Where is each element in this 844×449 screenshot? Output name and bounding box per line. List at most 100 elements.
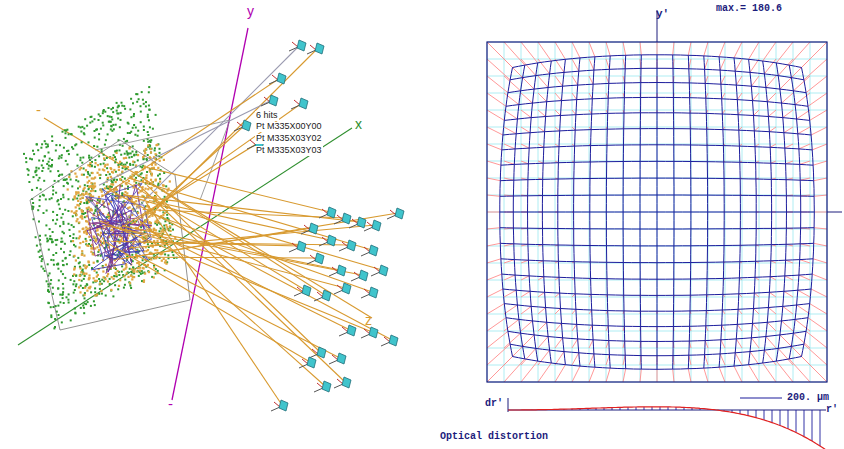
point xyxy=(127,122,129,124)
point xyxy=(125,157,127,159)
point xyxy=(85,267,87,269)
point xyxy=(88,141,90,143)
point xyxy=(50,316,52,318)
point xyxy=(81,162,83,164)
point xyxy=(62,273,64,275)
point xyxy=(159,152,161,154)
point xyxy=(96,246,98,248)
point xyxy=(78,279,80,281)
displacement-vector xyxy=(572,110,576,115)
point xyxy=(145,188,147,190)
point xyxy=(111,276,113,278)
axes xyxy=(18,28,372,400)
point xyxy=(91,177,93,179)
point xyxy=(154,149,156,151)
point xyxy=(120,239,122,241)
point xyxy=(67,299,69,301)
point xyxy=(119,126,121,128)
camera-leg xyxy=(339,247,348,251)
point xyxy=(91,165,93,167)
point xyxy=(148,86,150,88)
point xyxy=(86,283,88,285)
point xyxy=(99,283,101,285)
point xyxy=(79,275,81,277)
point xyxy=(37,149,39,151)
point xyxy=(86,207,88,209)
point xyxy=(76,214,78,216)
point xyxy=(48,152,50,154)
point xyxy=(42,194,44,196)
point xyxy=(96,146,98,148)
point xyxy=(82,305,84,307)
displacement-vector xyxy=(538,277,544,280)
point xyxy=(118,113,120,115)
point xyxy=(48,302,50,304)
point xyxy=(88,155,90,157)
point xyxy=(57,263,59,265)
point xyxy=(124,108,126,110)
point xyxy=(47,240,49,242)
displacement-vector xyxy=(572,353,579,365)
point xyxy=(162,184,164,186)
point xyxy=(50,259,52,261)
point xyxy=(44,270,46,272)
point xyxy=(97,260,99,262)
camera-leg xyxy=(289,248,298,252)
point xyxy=(79,242,81,244)
camera-icon xyxy=(289,241,306,252)
point xyxy=(59,208,61,210)
camera-icon xyxy=(381,335,398,346)
point xyxy=(90,247,92,249)
point xyxy=(31,158,33,160)
point xyxy=(131,278,133,280)
displacement-vector xyxy=(606,59,609,69)
ray xyxy=(120,143,258,228)
point xyxy=(123,138,125,140)
point xyxy=(137,270,139,272)
point xyxy=(70,250,72,252)
point xyxy=(97,164,99,166)
camera-body xyxy=(302,285,311,296)
displacement-vector xyxy=(589,76,593,84)
point xyxy=(82,228,84,230)
point xyxy=(57,288,59,290)
wire-polygons xyxy=(30,120,230,330)
point xyxy=(86,290,88,292)
point xyxy=(169,180,171,182)
point xyxy=(50,238,52,240)
point xyxy=(89,122,91,124)
point xyxy=(69,235,71,237)
point xyxy=(145,148,147,150)
point xyxy=(102,112,104,114)
point xyxy=(43,180,45,182)
point xyxy=(71,210,73,212)
point xyxy=(97,261,99,263)
camera-icon xyxy=(234,120,251,131)
point xyxy=(91,188,93,190)
point xyxy=(98,174,100,176)
point xyxy=(103,154,105,156)
point xyxy=(94,137,96,139)
point xyxy=(91,172,93,174)
point xyxy=(97,172,99,174)
point xyxy=(59,155,61,157)
point xyxy=(60,248,62,250)
point xyxy=(121,176,123,178)
point xyxy=(52,241,54,243)
point xyxy=(149,145,151,147)
point xyxy=(62,194,64,196)
point xyxy=(89,287,91,289)
displacement-vector xyxy=(487,93,506,106)
z-axis xyxy=(44,118,372,318)
camera-body xyxy=(369,245,378,256)
point xyxy=(77,180,79,182)
cameras xyxy=(234,40,404,411)
point xyxy=(29,158,31,160)
point xyxy=(57,305,59,307)
displacement-vector xyxy=(504,110,517,119)
point xyxy=(170,230,172,232)
point xyxy=(49,272,51,274)
point xyxy=(47,302,49,304)
point xyxy=(78,286,80,288)
displacement-vector xyxy=(538,322,547,331)
